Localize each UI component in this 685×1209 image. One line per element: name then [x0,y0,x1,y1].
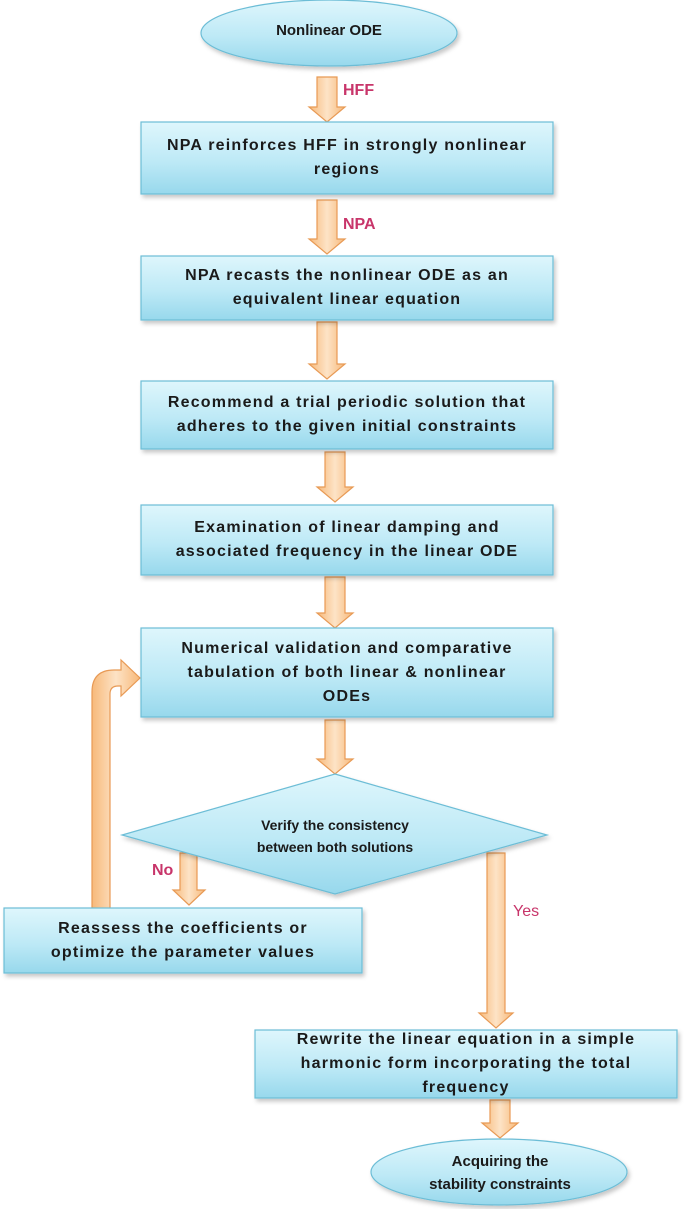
arrow-step4-to-step5 [315,576,355,629]
arrow-decision-yes [477,852,515,1029]
arrow-step2-to-step3 [307,321,347,380]
step2-box [140,255,554,321]
step2-label: NPA recasts the nonlinear ODE as an equi… [185,267,509,308]
step4-label: Examination of linear damping and associ… [175,519,519,560]
step1-box [140,121,554,195]
arrow-step5-to-decision [315,719,355,775]
no-branch-label: No [152,862,174,879]
step1-label: NPA reinforces HFF in strongly nonlinear… [166,137,528,178]
arrow-rewrite-to-end [480,1099,520,1139]
reassess-box [3,907,363,974]
hff-arrow-label: HFF [343,82,375,99]
arrow-start-to-step1 [307,76,347,123]
step4-box [140,504,554,576]
arrow-decision-no [171,852,207,906]
arrow-feedback-loop [91,658,141,911]
rewrite-box [254,1029,678,1099]
step5-label: Numerical validation and comparative tab… [181,639,513,705]
arrow-step1-to-step2 [307,199,347,255]
decision-label: Verify the consistency between both solu… [256,817,414,855]
end-terminal [370,1138,628,1206]
reassess-label: Reassess the coefficients or optimize th… [50,919,316,961]
start-terminal [200,0,458,67]
decision-diamond [119,773,550,895]
start-label: Nonlinear ODE [276,22,382,39]
step3-label: Recommend a trial periodic solution that… [167,394,527,435]
yes-branch-label: Yes [513,903,540,920]
arrow-step3-to-step4 [315,451,355,503]
step3-box [140,380,554,450]
step5-box [140,627,554,718]
rewrite-label: Rewrite the linear equation in a simple … [296,1031,636,1096]
end-label: Acquiring the stability constraints [429,1153,571,1193]
npa-arrow-label: NPA [343,216,376,233]
